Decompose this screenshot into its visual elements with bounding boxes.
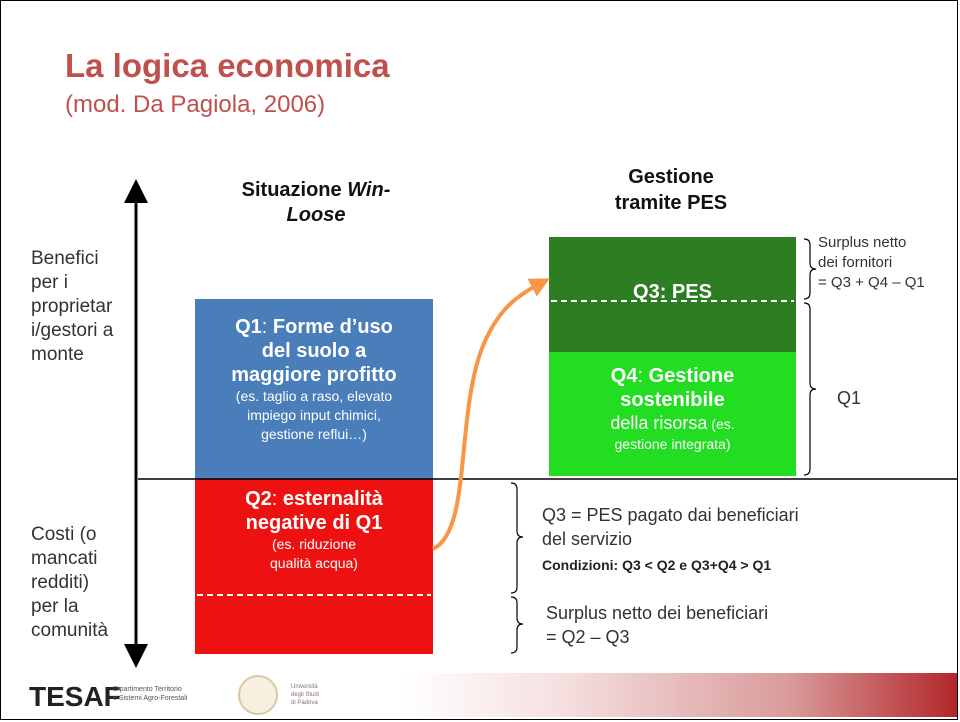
slide-title: La logica economica — [65, 47, 390, 84]
benefits-label: Benefici per i proprietar i/gestori a mo… — [31, 248, 114, 365]
brace-q1 — [803, 302, 817, 476]
q2-box: Q2: esternalità negative di Q1 (es. ridu… — [195, 479, 433, 654]
brace-surplus-providers — [803, 238, 817, 300]
pes-heading: Gestione tramite PES — [614, 166, 728, 214]
surplus-beneficiaries-note: Surplus netto dei beneficiari = Q2 – Q3 — [546, 603, 769, 647]
q1-brace-label: Q1 — [837, 388, 862, 408]
win-loose-heading: Situazione Win- Loose — [241, 179, 391, 226]
q3-box: Q3: PES — [549, 237, 796, 352]
q3-definition: Q3 = PES pagato dai beneficiari del serv… — [542, 505, 799, 549]
footer-gradient-bar — [401, 673, 957, 717]
q3-label: Q3: PES — [633, 281, 712, 303]
orange-arrow — [431, 278, 550, 551]
q1-box: Q1: Forme d’uso del suolo a maggiore pro… — [195, 299, 433, 479]
q4-box: Q4: Gestione sostenibile della risorsa (… — [549, 352, 796, 476]
tesaf-logo: TESAF — [29, 681, 121, 712]
brace-beneficiaries — [510, 596, 524, 654]
costs-label: Costi (o mancati redditi) per la comunit… — [31, 524, 109, 641]
university-name: Università degli Studi di Padova — [291, 684, 320, 706]
conditions-text: Condizioni: Q3 < Q2 e Q3+Q4 > Q1 — [542, 557, 772, 573]
slide-subtitle: (mod. Da Pagiola, 2006) — [65, 91, 326, 118]
q1-tag: Q1 — [235, 316, 262, 338]
department-name: Dipartimento Territorio e Sistemi Agro-F… — [113, 686, 188, 702]
q2-tag: Q2 — [245, 488, 272, 510]
q4-tag: Q4 — [610, 365, 638, 387]
brace-q3 — [510, 482, 524, 594]
university-seal-icon — [238, 675, 278, 715]
surplus-providers-note: Surplus netto dei fornitori = Q3 + Q4 – … — [818, 234, 925, 291]
